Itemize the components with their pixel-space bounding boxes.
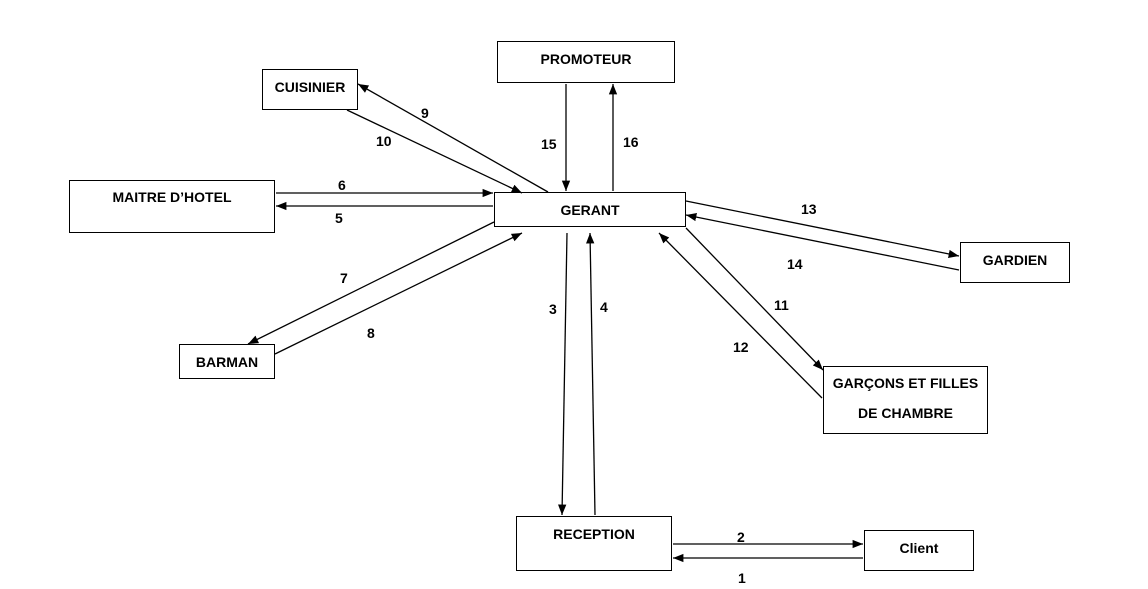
arrow-10 [346, 109, 523, 194]
node-client-label: Client [899, 540, 939, 556]
node-garcons-filles-label-2: DE CHAMBRE [858, 405, 953, 421]
arrow-13 [685, 200, 960, 259]
arrow-12 [658, 232, 823, 399]
flow-label-15: 15 [541, 136, 557, 152]
arrow-14 [685, 212, 960, 271]
node-gardien-label: GARDIEN [982, 252, 1048, 268]
flow-label-13: 13 [801, 201, 817, 217]
arrow-4 [586, 232, 596, 516]
flow-label-1: 1 [738, 570, 746, 586]
flow-label-10: 10 [376, 133, 392, 149]
node-cuisinier: CUISINIER [262, 69, 358, 110]
arrow-8 [274, 232, 523, 355]
flow-label-3: 3 [549, 301, 557, 317]
node-garcons-filles-label-1: GARÇONS ET FILLES [832, 375, 979, 391]
node-promoteur-label: PROMOTEUR [540, 51, 632, 67]
flow-label-6: 6 [338, 177, 346, 193]
node-client: Client [864, 530, 974, 571]
node-maitre-dhotel: MAITRE D’HOTEL [69, 180, 275, 233]
arrow-9 [357, 83, 549, 193]
arrow-11 [685, 227, 824, 371]
node-cuisinier-label: CUISINIER [274, 79, 346, 95]
node-reception: RECEPTION [516, 516, 672, 571]
flow-label-12: 12 [733, 339, 749, 355]
flow-label-16: 16 [623, 134, 639, 150]
node-reception-label: RECEPTION [553, 526, 635, 542]
node-gerant: GERANT [494, 192, 686, 227]
flow-label-2: 2 [737, 529, 745, 545]
arrow-3 [558, 232, 568, 516]
node-gardien: GARDIEN [960, 242, 1070, 283]
node-garcons-filles: GARÇONS ET FILLES DE CHAMBRE [823, 366, 988, 434]
flow-label-8: 8 [367, 325, 375, 341]
flow-label-9: 9 [421, 105, 429, 121]
flow-label-7: 7 [340, 270, 348, 286]
node-gerant-label: GERANT [560, 202, 620, 218]
flow-label-5: 5 [335, 210, 343, 226]
node-barman-label: BARMAN [195, 354, 259, 370]
node-maitre-dhotel-label: MAITRE D’HOTEL [112, 189, 232, 205]
flow-label-4: 4 [600, 299, 608, 315]
arrow-7 [247, 221, 495, 345]
node-promoteur: PROMOTEUR [497, 41, 675, 83]
flow-label-14: 14 [787, 256, 803, 272]
node-barman: BARMAN [179, 344, 275, 379]
flow-label-11: 11 [774, 297, 789, 313]
